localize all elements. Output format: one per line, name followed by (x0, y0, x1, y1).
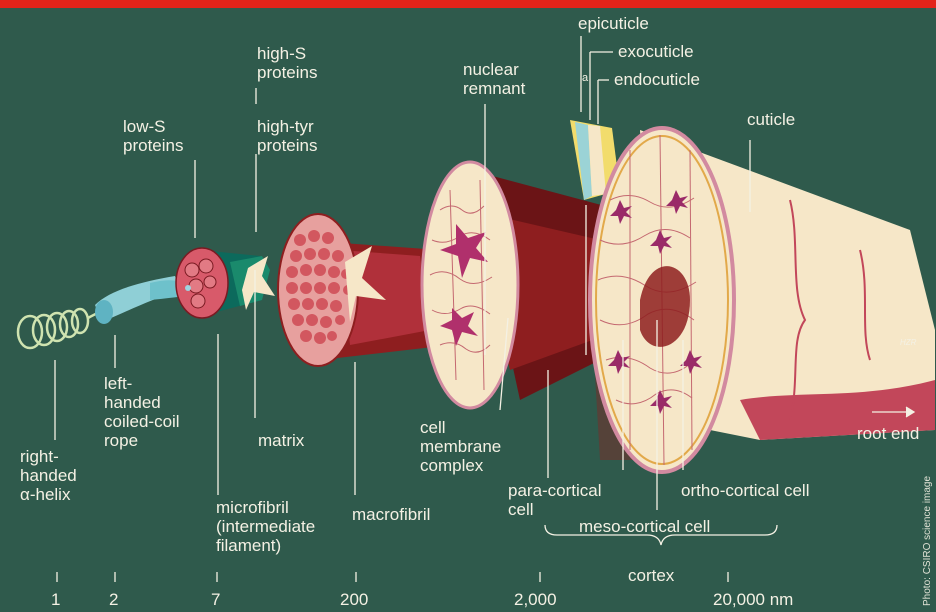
label-cell-membrane-complex: cell membrane complex (420, 418, 501, 475)
label-a-marker: a (582, 72, 588, 84)
artist-signature: HZR (900, 338, 916, 347)
cortex-cross-section-shape (590, 128, 734, 472)
label-matrix: matrix (258, 431, 304, 450)
scale-tick-2: 2 (109, 590, 118, 609)
label-nuclear-remnant: nuclear remnant (463, 60, 525, 98)
label-cuticle: cuticle (747, 110, 795, 129)
label-low-s-proteins: low-S proteins (123, 117, 183, 155)
label-high-tyr-proteins: high-tyr proteins (257, 117, 317, 155)
label-root-end: root end (857, 424, 919, 443)
label-cortex: cortex (628, 566, 674, 585)
scale-tick-2000: 2,000 (514, 590, 557, 609)
label-endocuticle: endocuticle (614, 70, 700, 89)
scale-tick-1: 1 (51, 590, 60, 609)
scale-tick-20000-nm: 20,000 nm (713, 590, 793, 609)
label-ortho-cortical-cell: ortho-cortical cell (681, 481, 810, 500)
label-right-handed-alpha-helix: right- handed α-helix (20, 447, 77, 504)
coiled-coil-rope-shape (95, 276, 185, 324)
alpha-helix-shape (18, 309, 104, 348)
label-left-handed-coiled-coil-rope: left- handed coiled-coil rope (104, 374, 180, 450)
label-high-s-proteins: high-S proteins (257, 44, 317, 82)
label-meso-cortical-cell: meso-cortical cell (579, 517, 710, 536)
label-para-cortical-cell: para-cortical cell (508, 481, 602, 519)
label-exocuticle: exocuticle (618, 42, 694, 61)
label-epicuticle: epicuticle (578, 14, 649, 33)
scale-tick-7: 7 (211, 590, 220, 609)
scale-tick-200: 200 (340, 590, 368, 609)
photo-credit: Photo: CSIRO science image (922, 476, 933, 606)
label-macrofibril: macrofibril (352, 505, 430, 524)
microfibril-shape (176, 248, 275, 318)
label-microfibril: microfibril (intermediate filament) (216, 498, 315, 555)
